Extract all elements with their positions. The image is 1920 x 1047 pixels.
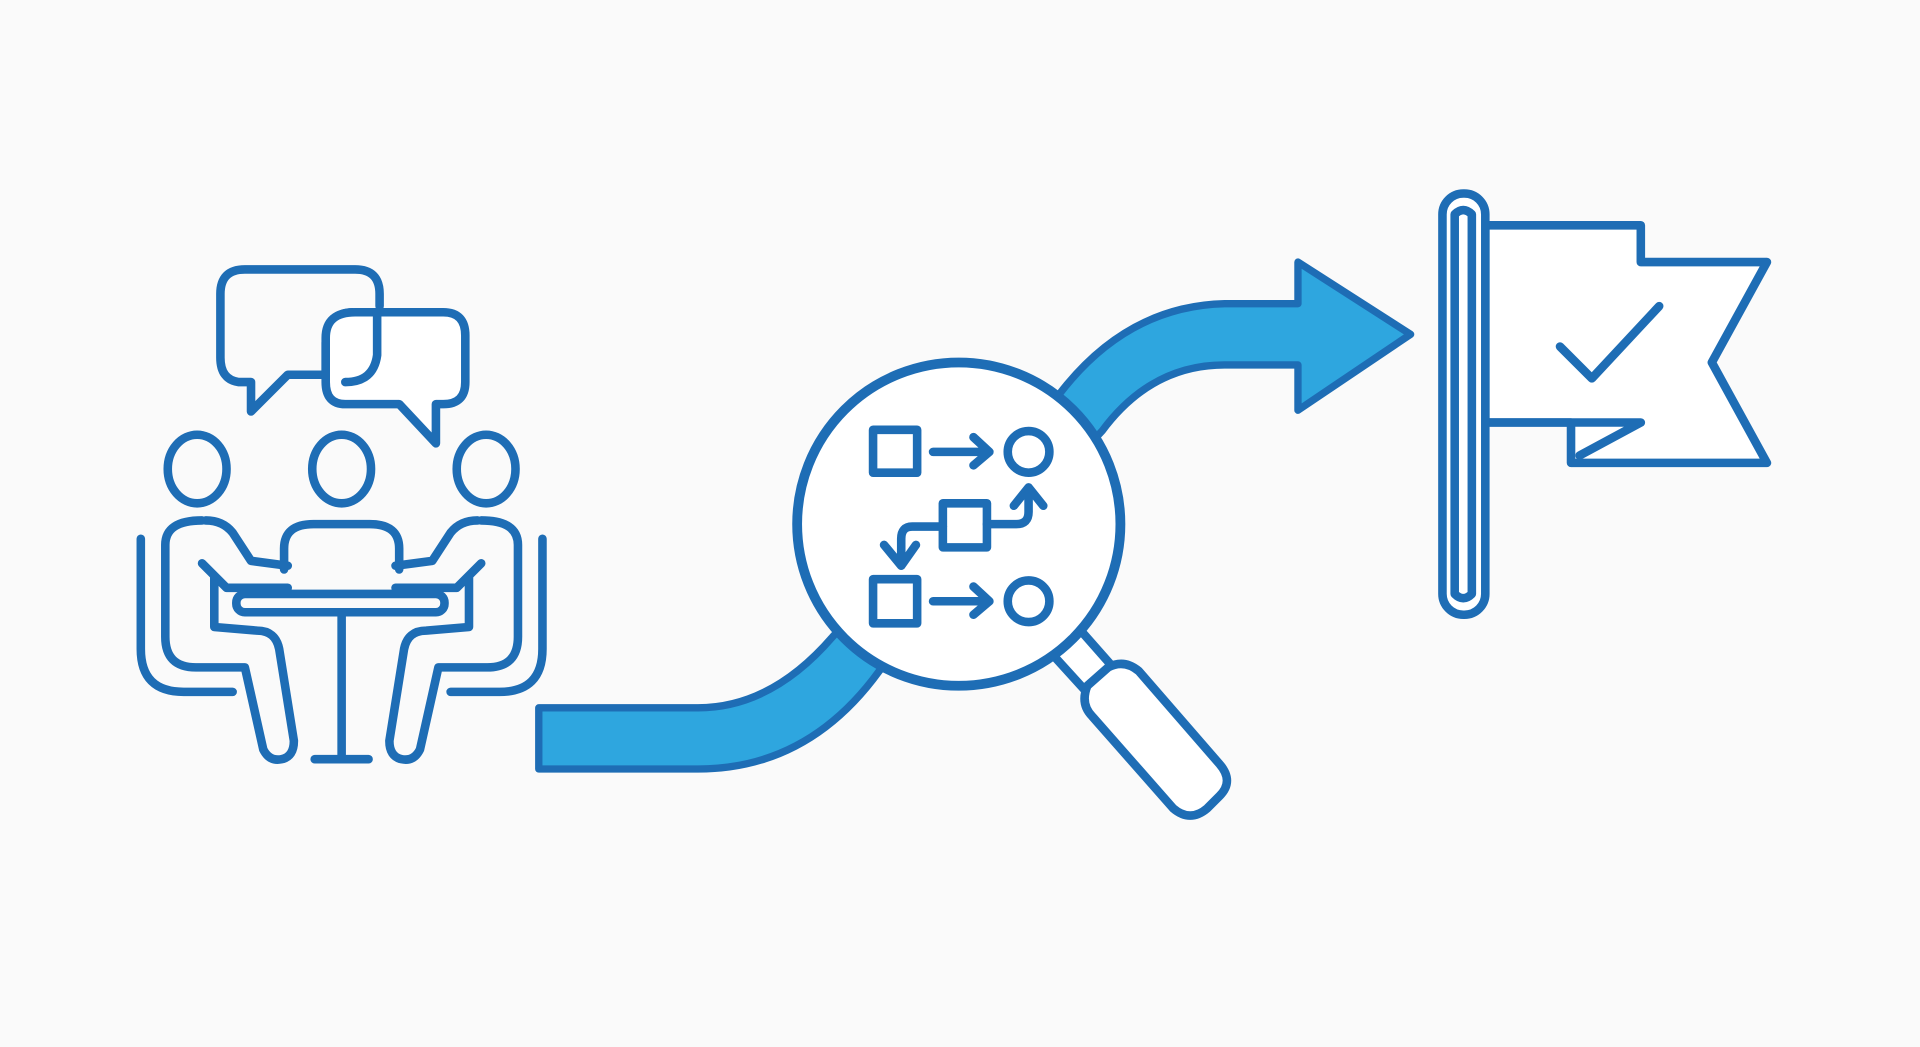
speech-bubbles-icon <box>216 265 470 448</box>
magnifier-flowchart-icon <box>792 357 1232 820</box>
team-meeting-icon <box>136 430 547 764</box>
goal-flag-checkmark-icon <box>1438 189 1772 620</box>
